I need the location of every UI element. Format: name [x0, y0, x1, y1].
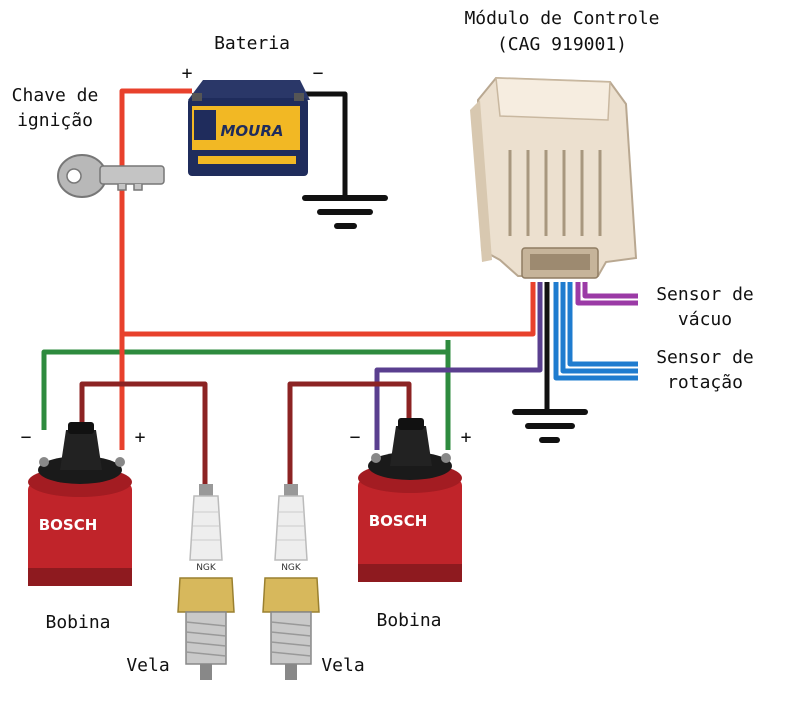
module-title: Módulo de Controle: [464, 8, 659, 29]
spark-plug-left: NGK: [177, 484, 235, 680]
ignition-coil-left: BOSCH: [28, 422, 132, 586]
coil-right-minus-label: −: [350, 427, 361, 448]
purple-trigger-wire: [374, 282, 543, 450]
rotation-sensor-label-line2: rotação: [667, 372, 743, 393]
key-label-line2: ignição: [17, 110, 93, 131]
battery-brand: MOURA: [220, 122, 283, 140]
coil-right-brand: BOSCH: [369, 512, 428, 530]
battery-minus-label: −: [313, 63, 324, 84]
battery-label: Bateria: [214, 33, 290, 54]
coil-left-label: Bobina: [45, 612, 110, 633]
battery: MOURA: [188, 80, 310, 176]
green-trigger-wire: [41, 349, 451, 450]
vacuum-sensor-label-line2: vácuo: [678, 309, 732, 330]
spark-plug-right: NGK: [262, 484, 320, 680]
plug-right-brand: NGK: [281, 563, 302, 573]
rotation-sensor-label-line1: Sensor de: [656, 347, 754, 368]
battery-ground-icon: [302, 195, 388, 229]
vacuum-sensor-label-line1: Sensor de: [656, 284, 754, 305]
module-ground-icon: [512, 409, 588, 443]
coil-left-minus-label: −: [21, 427, 32, 448]
positive-wire-to-module: [122, 282, 536, 337]
plug-right-label: Vela: [321, 655, 364, 676]
coil-left-plus-label: +: [135, 427, 146, 448]
rotation-sensor-wire-2: [560, 282, 638, 374]
vacuum-sensor-wire-1: [575, 282, 638, 306]
hv-lead-right: [287, 381, 412, 490]
coil-right-label: Bobina: [376, 610, 441, 631]
battery-plus-label: +: [182, 63, 193, 84]
ignition-coil-right: BOSCH: [358, 418, 462, 582]
coil-left-brand: BOSCH: [39, 516, 98, 534]
plug-left-brand: NGK: [196, 563, 217, 573]
battery-ground-wire: [305, 91, 348, 198]
coil-right-plus-label: +: [461, 427, 472, 448]
ignition-key-icon: [57, 154, 165, 198]
vacuum-sensor-wire-2: [582, 282, 638, 299]
control-module: [470, 76, 638, 279]
rotation-sensor-wire-1: [553, 282, 638, 381]
key-label-line1: Chave de: [12, 85, 99, 106]
rotation-sensor-wire-3: [567, 282, 638, 367]
positive-wire: [119, 88, 192, 450]
module-code: (CAG 919001): [497, 34, 627, 55]
hv-lead-left: [79, 381, 208, 490]
plug-left-label: Vela: [126, 655, 169, 676]
